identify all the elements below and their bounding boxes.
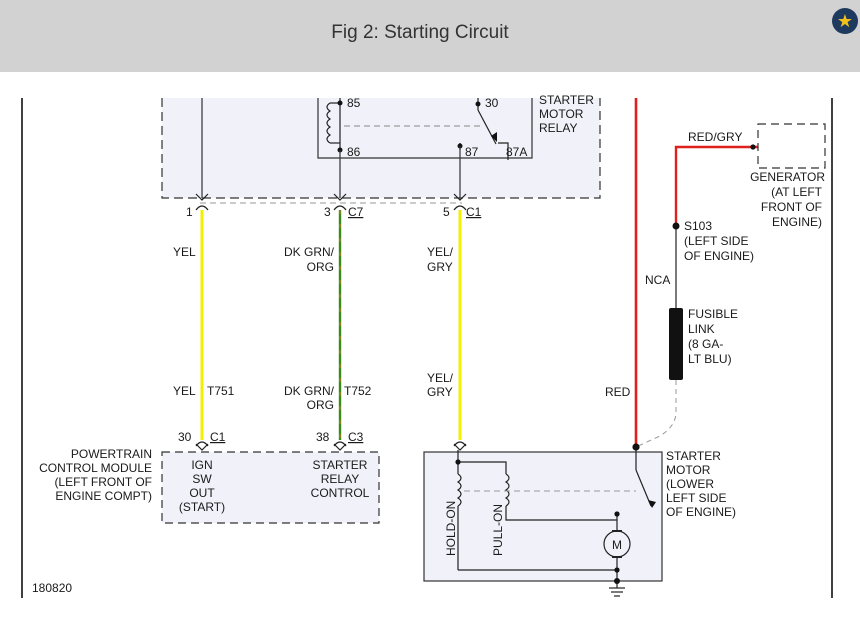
pcm-c1-label: C1 <box>210 430 226 444</box>
wire-label-red: RED <box>605 385 631 399</box>
generator-l4: ENGINE) <box>772 215 822 229</box>
fusible-l1: FUSIBLE <box>688 307 738 321</box>
favorite-button[interactable]: ★ <box>832 8 858 34</box>
pcm-name-l4: ENGINE COMPT) <box>55 489 152 503</box>
pcm-relay-l2: RELAY <box>321 472 359 486</box>
bottom-connector-chevrons <box>195 441 467 451</box>
pcm-pin-38: 38 <box>316 430 330 444</box>
star-icon: ★ <box>836 11 854 31</box>
splice-s103 <box>672 222 680 230</box>
starter-name-l5: OF ENGINE) <box>666 505 736 519</box>
generator-l1: GENERATOR <box>750 170 825 184</box>
upper-module-box <box>161 98 601 199</box>
wire-label-dkgrn2-2: ORG <box>307 398 334 412</box>
pcm-box <box>161 451 380 524</box>
pcm-ign-l4: (START) <box>179 500 225 514</box>
top-connector-chevrons <box>195 193 467 211</box>
starter-motor-relay-box <box>317 98 533 159</box>
starter-name-l3: (LOWER <box>666 477 714 491</box>
pcm-ign-l3: OUT <box>189 486 215 500</box>
relay-pin-87: 87 <box>465 145 479 159</box>
circuit-t752: T752 <box>344 384 372 398</box>
relay-name-l2: MOTOR <box>539 107 584 121</box>
generator-l3: FRONT OF <box>761 200 822 214</box>
pcm-name-l3: (LEFT FRONT OF <box>54 475 152 489</box>
connector-pin-1: 1 <box>186 205 193 219</box>
relay-pin-30-dot <box>475 101 481 107</box>
wire-label-yelgry-2: GRY <box>427 260 453 274</box>
fusible-link-to-starter <box>635 380 677 448</box>
wire-label-yel-lower: YEL <box>173 384 196 398</box>
fusible-link <box>669 308 683 380</box>
fusible-l4: LT BLU) <box>688 352 732 366</box>
pcm-c3-label: C3 <box>348 430 364 444</box>
figure-id: 180820 <box>32 581 72 595</box>
pcm-relay-l1: STARTER <box>313 458 368 472</box>
motor-symbol: M <box>612 538 622 552</box>
pcm-relay-l3: CONTROL <box>311 486 370 500</box>
starter-name-l2: MOTOR <box>666 463 711 477</box>
starter-name-l1: STARTER <box>666 449 721 463</box>
splice-l2: (LEFT SIDE <box>684 234 748 248</box>
splice-l3: OF ENGINE) <box>684 249 754 263</box>
starter-switch-arrow <box>648 500 656 508</box>
relay-name-l1: STARTER <box>539 93 594 107</box>
fusible-l3: (8 GA- <box>688 337 723 351</box>
relay-pin-87a: 87A <box>506 145 527 159</box>
starter-motor-box <box>423 451 663 582</box>
relay-name-l3: RELAY <box>539 121 577 135</box>
connector-pin-3: 3 <box>324 205 331 219</box>
ground-dot <box>614 578 620 584</box>
splice-l1: S103 <box>684 219 712 233</box>
motor-brush-bottom <box>612 556 622 558</box>
hold-on-label: HOLD-ON <box>444 501 458 556</box>
motor-terminal-dot <box>614 511 620 517</box>
starter-internal-circuit <box>456 447 652 597</box>
motor-brush-top <box>612 530 622 532</box>
pull-on-label: PULL-ON <box>491 504 505 556</box>
wire-label-yelgry2-1: YEL/ <box>427 371 454 385</box>
ground-junction-dot <box>614 567 620 573</box>
generator-terminal <box>750 144 756 150</box>
page-header: Fig 2: Starting Circuit ★ <box>0 0 860 72</box>
starter-name-l4: LEFT SIDE <box>666 491 726 505</box>
pcm-name-l1: POWERTRAIN <box>71 447 152 461</box>
circuit-t751: T751 <box>207 384 235 398</box>
relay-pin-86: 86 <box>347 145 361 159</box>
connector-c1-label: C1 <box>466 205 482 219</box>
pcm-name-l2: CONTROL MODULE <box>39 461 152 475</box>
wire-label-yelgry-1: YEL/ <box>427 245 454 259</box>
relay-pin-30: 30 <box>485 96 499 110</box>
wire-label-nca: NCA <box>645 273 670 287</box>
wire-label-red-gry: RED/GRY <box>688 130 742 144</box>
wire-label-dkgrn-1: DK GRN/ <box>284 245 335 259</box>
wire-label-yelgry2-2: GRY <box>427 385 453 399</box>
fusible-l2: LINK <box>688 322 715 336</box>
relay-switch-arrow <box>491 132 497 142</box>
wire-label-dkgrn-2: ORG <box>307 260 334 274</box>
wire-label-yel: YEL <box>173 245 196 259</box>
pcm-ign-l2: SW <box>192 472 212 486</box>
pcm-ign-l1: IGN <box>191 458 212 472</box>
wire-label-dkgrn2-1: DK GRN/ <box>284 384 335 398</box>
generator-box <box>757 123 826 169</box>
relay-pin-85-dot <box>337 100 343 106</box>
generator-l2: (AT LEFT <box>771 185 823 199</box>
connector-c7-label: C7 <box>348 205 364 219</box>
relay-pin-85: 85 <box>347 96 361 110</box>
starter-s-terminal <box>455 459 461 465</box>
figure-title: Fig 2: Starting Circuit <box>331 22 509 43</box>
pcm-pin-30: 30 <box>178 430 192 444</box>
starter-b-terminal <box>632 443 640 451</box>
wire-red-gry <box>674 145 758 226</box>
connector-pin-5: 5 <box>443 205 450 219</box>
